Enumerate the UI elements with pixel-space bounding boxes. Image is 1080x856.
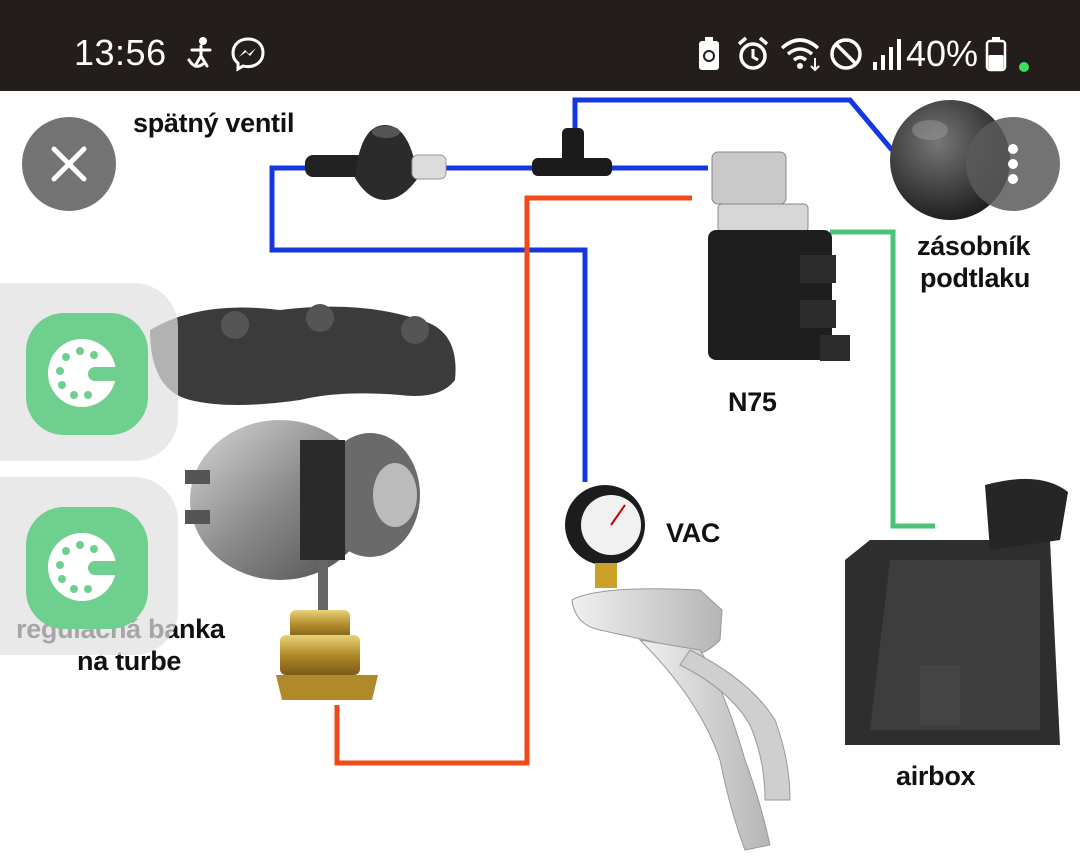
label-vac: VAC (666, 518, 720, 549)
n75-valve-part (708, 152, 850, 361)
close-button[interactable] (22, 117, 116, 211)
tee-connector-part (532, 128, 612, 176)
signal-icon (872, 36, 904, 77)
label-airbox: airbox (896, 761, 975, 792)
chat-bubble-1[interactable] (0, 283, 178, 461)
chat-bubble-2[interactable] (0, 477, 178, 655)
close-icon (22, 117, 116, 211)
image-viewer: spätný ventil zásobník podtlaku N75 VAC … (0, 91, 1080, 856)
label-reservoir-line1: zásobník (917, 231, 1030, 262)
privacy-indicator-dot (1019, 62, 1029, 72)
messenger-icon (230, 36, 266, 77)
chat-bubble-app-icon (26, 313, 148, 435)
more-vertical-icon (966, 117, 1060, 211)
label-reservoir-line2: podtlaku (920, 263, 1030, 294)
label-n75: N75 (728, 387, 777, 418)
battery-percent: 40% (906, 33, 978, 75)
alarm-icon (736, 36, 770, 77)
more-options-button[interactable] (966, 117, 1060, 211)
wifi-icon (780, 36, 824, 77)
airbox-part (845, 479, 1068, 745)
do-not-disturb-icon (828, 36, 864, 77)
check-valve-part (305, 125, 446, 200)
vacuum-diagram-image (0, 91, 1080, 856)
battery-icon (985, 36, 1007, 77)
chat-bubble-app-icon (26, 507, 148, 629)
battery-saver-icon (697, 36, 721, 77)
turbocharger-part (150, 304, 456, 620)
status-time: 13:56 (74, 32, 167, 74)
status-bar: 13:56 (0, 0, 1080, 91)
wastegate-actuator-part (276, 610, 378, 700)
accessibility-icon (186, 36, 216, 75)
label-check-valve: spätný ventil (133, 108, 294, 139)
